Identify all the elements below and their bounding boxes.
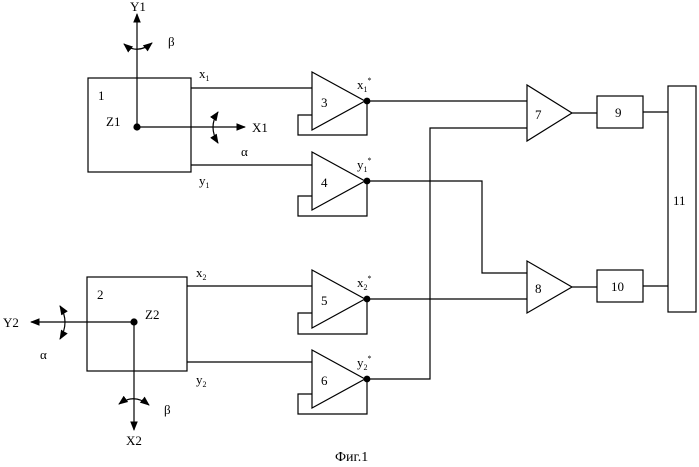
sensor-2-out-y-label: y2 — [196, 372, 207, 389]
output-blocks: 9 10 11 — [572, 86, 696, 312]
wires-internal — [367, 101, 527, 379]
sensor-1-axis-y-label: Y1 — [130, 0, 146, 14]
sensor-1: 1 Z1 Y1 X1 β α x1 y1 — [88, 0, 268, 190]
wires-inputs — [187, 88, 312, 362]
amplifier-3-out-label: x1* — [357, 76, 372, 94]
amplifier-4: 4 y1* — [298, 152, 372, 216]
amplifier-6-out-label: y2* — [357, 354, 372, 372]
amplifier-3-label: 3 — [321, 95, 328, 110]
sensor-1-rotation-beta-label: β — [168, 34, 175, 49]
amplifier-7-label: 7 — [535, 107, 542, 122]
amplifier-3: 3 x1* — [298, 72, 372, 135]
sensor-2-axis-y-label: Y2 — [3, 315, 19, 330]
wire-y1star-to-8 — [367, 181, 527, 273]
amplifier-6-label: 6 — [321, 373, 328, 388]
sensor-2: 2 Z2 Y2 X2 α β x2 y2 — [3, 265, 207, 448]
sensor-2-number: 2 — [97, 287, 104, 302]
sensor-2-center-label: Z2 — [145, 307, 159, 322]
sensor-2-center-dot — [130, 318, 137, 325]
block-9-label: 9 — [615, 105, 622, 120]
sensor-1-rotation-alpha-label: α — [241, 144, 248, 159]
sensor-2-rotation-alpha-label: α — [40, 347, 47, 362]
sensor-1-center-label: Z1 — [106, 114, 120, 129]
block-10-label: 10 — [611, 279, 624, 294]
sensor-2-axis-x-label: X2 — [126, 433, 142, 448]
sensor-1-out-y-label: y1 — [199, 173, 210, 190]
sensor-1-center-dot — [133, 123, 140, 130]
amplifier-4-out-label: y1* — [357, 156, 372, 174]
block-11-label: 11 — [673, 193, 686, 208]
sensor-1-number: 1 — [98, 88, 105, 103]
amplifier-8-label: 8 — [535, 281, 542, 296]
amplifier-8: 8 — [527, 261, 572, 313]
amplifier-5-out-label: x2* — [357, 274, 372, 292]
sensor-2-out-x-label: x2 — [196, 265, 207, 282]
amplifier-8-triangle — [527, 261, 572, 313]
amplifier-5: 5 x2* — [298, 270, 372, 334]
amplifier-7-triangle — [527, 85, 572, 141]
figure-caption: Фиг.1 — [335, 450, 368, 465]
sensor-2-rotation-beta-label: β — [164, 402, 171, 417]
amplifier-7: 7 — [527, 85, 572, 141]
sensor-1-out-x-label: x1 — [199, 66, 210, 83]
wire-y2star-to-7 — [367, 128, 527, 379]
amplifier-6: 6 y2* — [298, 350, 372, 414]
sensor-1-rotation-beta-icon — [124, 43, 152, 49]
sensor-1-axis-x-label: X1 — [252, 120, 268, 135]
amplifier-4-label: 4 — [321, 175, 328, 190]
amplifier-5-label: 5 — [321, 293, 328, 308]
